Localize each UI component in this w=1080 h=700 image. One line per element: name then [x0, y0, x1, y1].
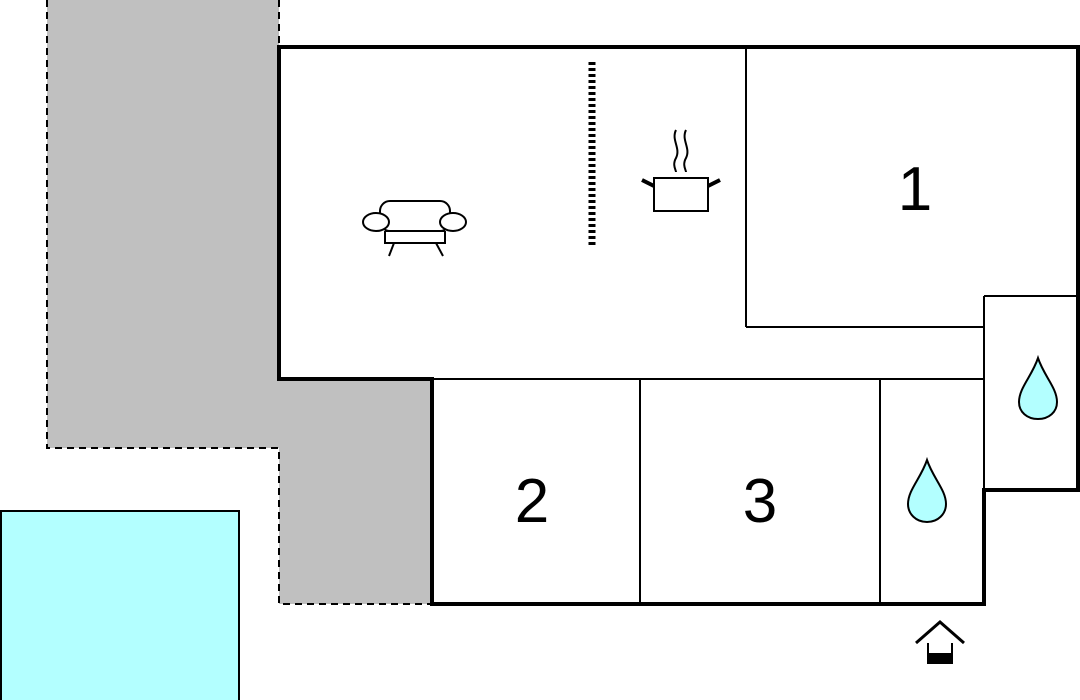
room-label-2: 2	[515, 467, 549, 536]
terrace-area	[47, 0, 432, 604]
water-drop-icon-bath-2	[906, 456, 948, 524]
pool	[0, 510, 240, 700]
room-label-1: 1	[898, 155, 932, 224]
room-label-3: 3	[743, 467, 777, 536]
interior-walls	[432, 47, 1078, 604]
terrace-dashed-border	[46, 0, 432, 605]
cooking-pot-icon	[641, 129, 721, 212]
house-outer-wall	[277, 45, 1080, 606]
entrance-house-icon	[915, 620, 965, 664]
sofa-icon	[362, 200, 467, 257]
water-drop-icon-bath-1	[1017, 354, 1059, 421]
